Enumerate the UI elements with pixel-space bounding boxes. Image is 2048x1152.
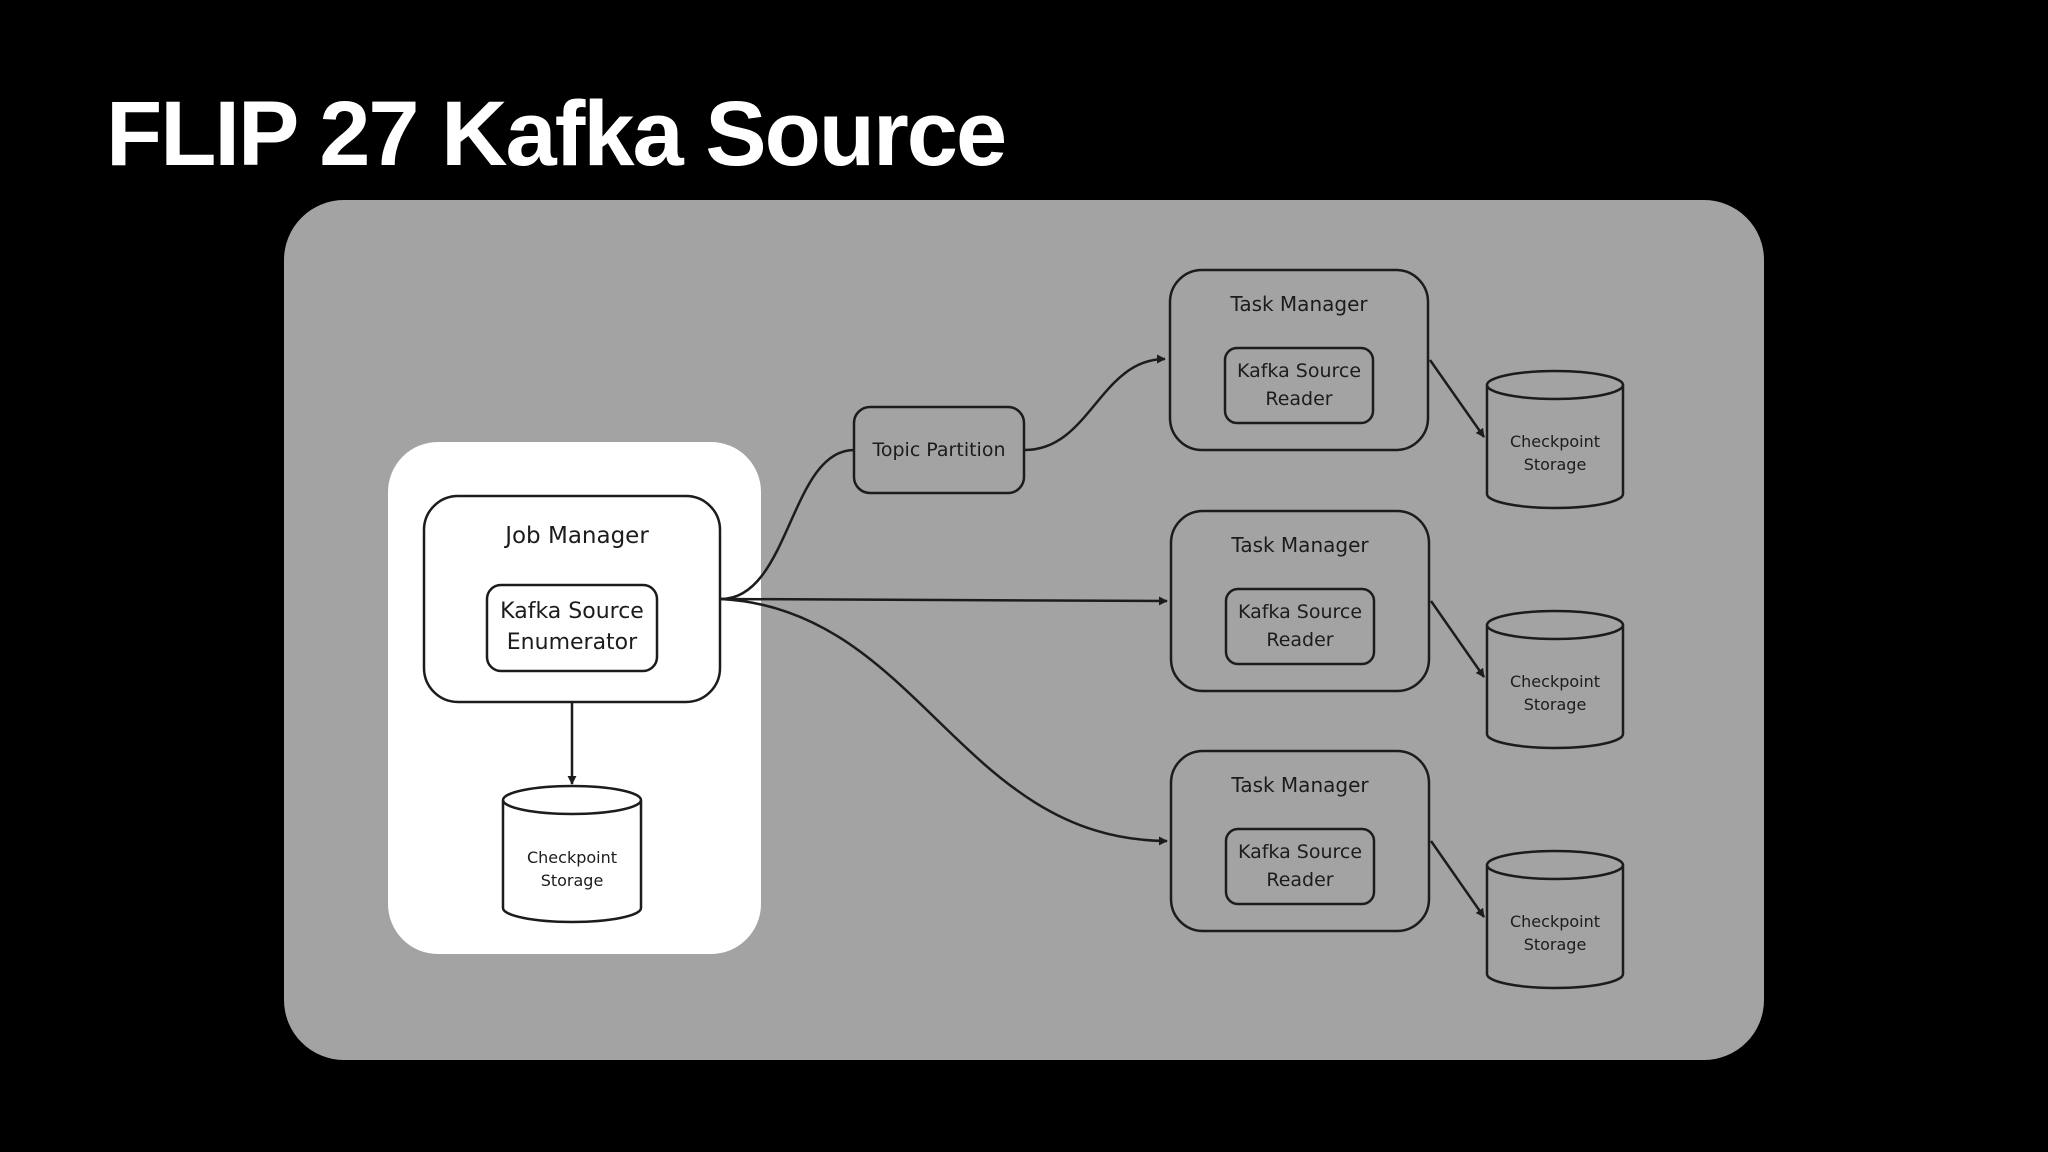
- task-manager-node-1: Task Manager Kafka Source Reader: [1168, 268, 1430, 452]
- job-manager-node: Job Manager Kafka Source Enumerator: [422, 494, 722, 704]
- task-manager-node-2: Task Manager Kafka Source Reader: [1169, 509, 1431, 693]
- task-manager-label-2: Task Manager: [1230, 533, 1369, 557]
- reader-label-3-line2: Reader: [1266, 869, 1333, 891]
- task-manager-3-checkpoint-storage: Checkpoint Storage: [1485, 849, 1625, 990]
- task-manager-2-checkpoint-storage: Checkpoint Storage: [1485, 609, 1625, 750]
- reader-label-1-line1: Kafka Source: [1237, 360, 1361, 382]
- job-manager-box: [422, 494, 722, 704]
- task-manager-1-to-storage-arrow: [1428, 359, 1486, 438]
- job-manager-highlight: [388, 442, 761, 954]
- task-manager-label-1: Task Manager: [1229, 292, 1368, 316]
- reader-label-3-line1: Kafka Source: [1238, 841, 1362, 863]
- task-manager-box-2: [1169, 509, 1431, 693]
- kafka-source-reader-box-3: [1224, 827, 1376, 906]
- slide-title: FLIP 27 Kafka Source: [106, 83, 1007, 185]
- kafka-source-enumerator-box: [485, 583, 659, 673]
- job-manager-storage-line1: Checkpoint: [527, 848, 617, 867]
- storage-3-line1: Checkpoint: [1510, 912, 1600, 931]
- task-manager-3-to-storage-arrow: [1429, 840, 1486, 918]
- task-manager-box-1: [1168, 268, 1430, 452]
- kafka-source-reader-box-1: [1223, 346, 1375, 425]
- enumerator-label-line1: Kafka Source: [500, 599, 644, 624]
- task-manager-box-3: [1169, 749, 1431, 933]
- enumerator-to-task-manager-3-arrow: [720, 597, 1168, 846]
- task-manager-1-checkpoint-storage: Checkpoint Storage: [1485, 369, 1625, 510]
- reader-label-2-line2: Reader: [1266, 629, 1333, 651]
- kafka-source-reader-box-2: [1224, 587, 1376, 666]
- topic-partition-to-task-manager-1-arrow: [1024, 354, 1166, 452]
- storage-2-line1: Checkpoint: [1510, 672, 1600, 691]
- job-manager-checkpoint-storage: Checkpoint Storage: [501, 784, 643, 924]
- storage-1-line2: Storage: [1524, 455, 1587, 474]
- task-manager-label-3: Task Manager: [1230, 773, 1369, 797]
- job-manager-storage-line2: Storage: [541, 871, 604, 890]
- enumerator-label-line2: Enumerator: [507, 630, 638, 655]
- storage-2-line2: Storage: [1524, 695, 1587, 714]
- enumerator-to-topic-partition-connector: [720, 448, 855, 601]
- enumerator-to-task-manager-2-arrow: [720, 596, 1168, 606]
- storage-3-line2: Storage: [1524, 935, 1587, 954]
- reader-label-1-line2: Reader: [1265, 388, 1332, 410]
- task-manager-2-to-storage-arrow: [1429, 600, 1486, 678]
- storage-1-line1: Checkpoint: [1510, 432, 1600, 451]
- task-manager-node-3: Task Manager Kafka Source Reader: [1169, 749, 1431, 933]
- job-manager-label: Job Manager: [503, 523, 649, 549]
- topic-partition-label: Topic Partition: [871, 439, 1005, 461]
- reader-label-2-line1: Kafka Source: [1238, 601, 1362, 623]
